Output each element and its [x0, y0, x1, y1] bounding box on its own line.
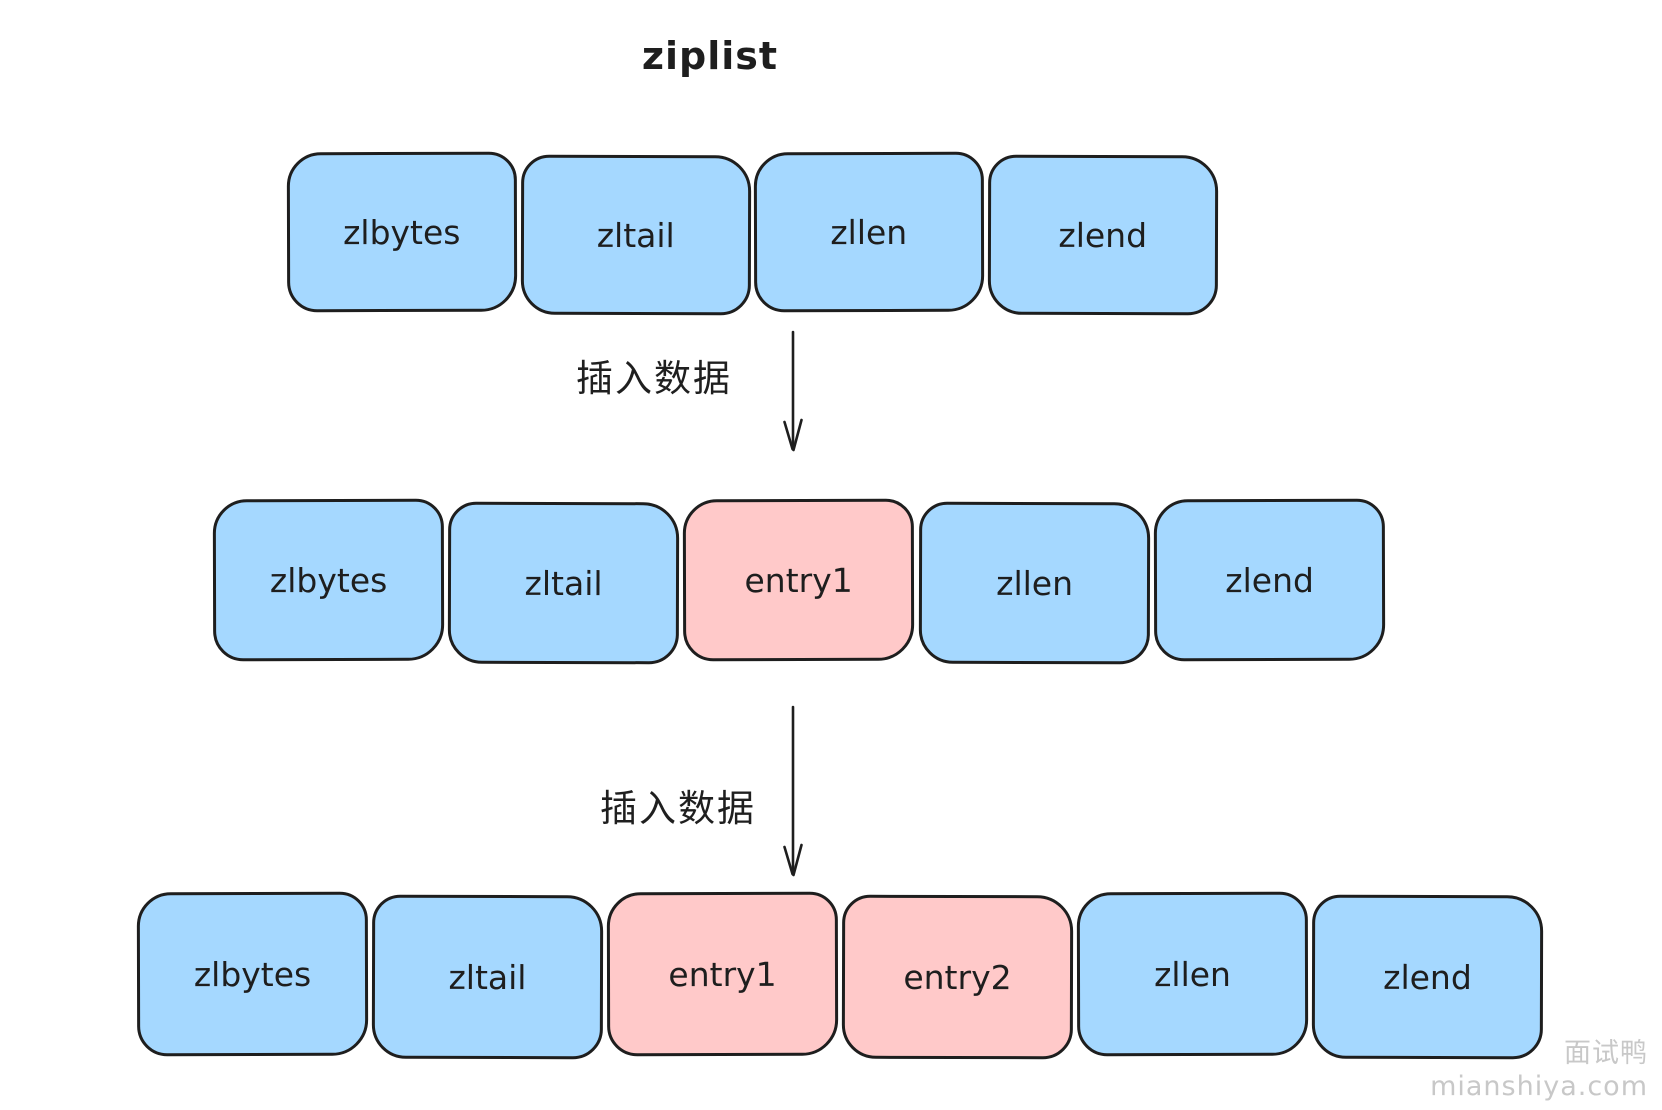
insert-data-label: 插入数据 — [600, 787, 756, 830]
ziplist-row-two-entries: zlbytes zltail entry1 entry2 zllen zlend — [136, 891, 1544, 1060]
field-zltail: zltail — [371, 894, 604, 1060]
insert-data-label: 插入数据 — [576, 357, 732, 400]
field-zlend: zlend — [987, 154, 1218, 316]
watermark-brand: 面试鸭 — [1564, 1037, 1648, 1069]
watermark: 面试鸭 mianshiya.com — [1430, 1037, 1648, 1105]
field-zlend: zlend — [1153, 498, 1386, 662]
entry-entry1: entry1 — [683, 498, 915, 662]
field-zlend: zlend — [1311, 894, 1544, 1060]
field-zllen: zllen — [918, 501, 1151, 665]
page-title: ziplist — [641, 34, 779, 78]
field-zlbytes: zlbytes — [136, 891, 369, 1057]
field-zllen: zllen — [1076, 891, 1309, 1057]
down-arrow-icon — [783, 330, 803, 452]
field-zltail: zltail — [447, 501, 680, 665]
entry-entry2: entry2 — [841, 894, 1074, 1060]
down-arrow-icon — [783, 705, 803, 877]
watermark-site: mianshiya.com — [1430, 1071, 1648, 1103]
field-zlbytes: zlbytes — [212, 498, 445, 662]
entry-entry1: entry1 — [606, 891, 839, 1057]
ziplist-row-one-entry: zlbytes zltail entry1 zllen zlend — [212, 498, 1386, 665]
ziplist-row-initial: zlbytes zltail zllen zlend — [286, 151, 1218, 316]
field-zllen: zllen — [753, 151, 984, 313]
field-zlbytes: zlbytes — [286, 151, 517, 313]
field-zltail: zltail — [520, 154, 751, 316]
